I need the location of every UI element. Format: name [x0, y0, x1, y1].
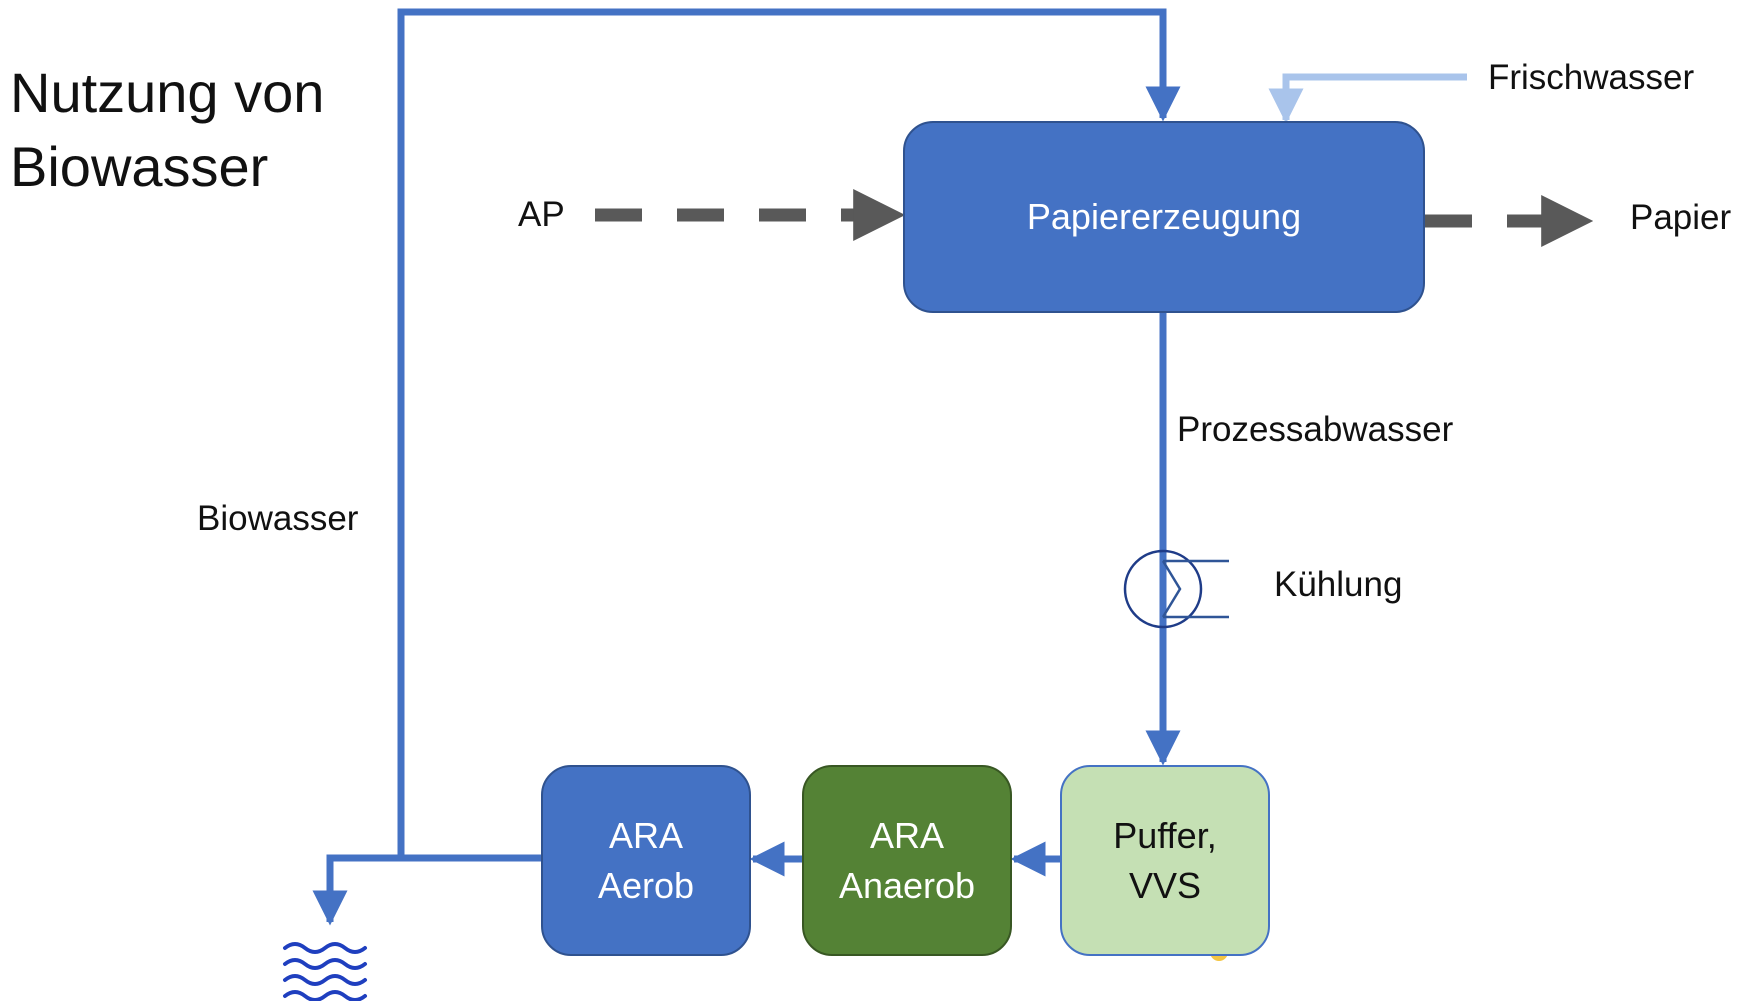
heat-exchanger-icon: [1123, 549, 1229, 629]
ara-anaerob-label-line-1: ARA: [869, 814, 945, 856]
papier-label: Papier: [1630, 198, 1732, 237]
puffer-vvs-label-line-1: Puffer,: [1113, 814, 1217, 856]
biowasser-return-line: [397, 8, 1181, 862]
ara-aerob-label-line-1: ARA: [608, 814, 684, 856]
frischwasser-arrow: [1268, 73, 1467, 124]
ara-anaerob-node[interactable]: ARA Anaerob: [802, 765, 1012, 956]
prozessabwasser-label: Prozessabwasser: [1177, 410, 1454, 449]
ara-aerob-node[interactable]: ARA Aerob: [541, 765, 751, 956]
frischwasser-label: Frischwasser: [1488, 58, 1695, 97]
puffer-vvs-node[interactable]: Puffer, VVS: [1060, 765, 1270, 956]
discharge-line: [312, 854, 401, 926]
water-waves-icon: [283, 942, 367, 1001]
papiererzeugung-label: Papiererzeugung: [1026, 196, 1302, 237]
title-line-2: Biowasser: [10, 135, 269, 198]
papiererzeugung-node[interactable]: Papiererzeugung: [903, 121, 1425, 313]
kuehlung-label: Kühlung: [1274, 565, 1403, 604]
puffer-vvs-label-line-2: VVS: [1128, 864, 1202, 906]
title-line-1: Nutzung von: [10, 61, 325, 124]
ara-aerob-label-line-2: Aerob: [597, 864, 695, 906]
ap-label: AP: [518, 195, 565, 234]
ara-anaerob-label-line-2: Anaerob: [838, 864, 976, 906]
biowasser-label: Biowasser: [197, 499, 359, 538]
diagram-title: Nutzung von Biowasser: [10, 56, 324, 204]
